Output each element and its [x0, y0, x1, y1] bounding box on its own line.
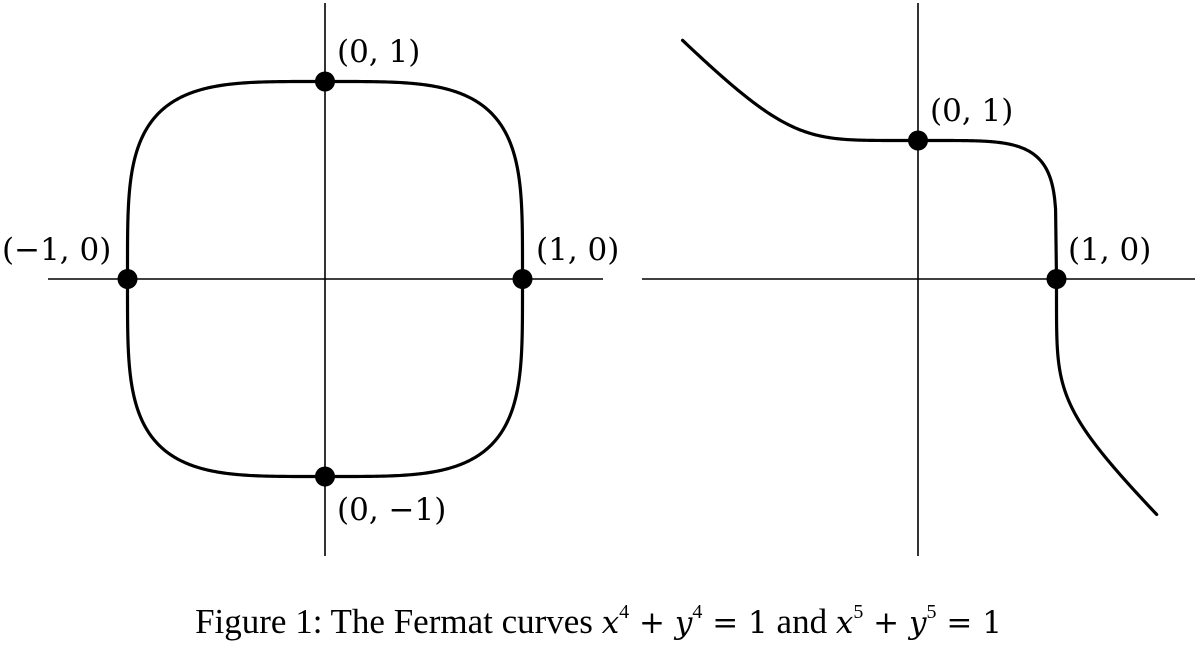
caption-eq1-y: y: [674, 605, 693, 641]
right-point-0: [908, 130, 928, 151]
left-label-0-neg1: (0, −1): [337, 492, 446, 528]
left-label-1-0: (1, 0): [536, 232, 619, 268]
caption-joiner: and: [767, 602, 836, 641]
caption-eq2-x: x: [835, 605, 854, 641]
left-point-0: [315, 71, 335, 92]
right-label-1-0: (1, 0): [1068, 232, 1151, 268]
caption-eq1-x: x: [601, 605, 620, 641]
right-plot: (0, 1) (1, 0): [642, 3, 1195, 556]
right-point-1: [1046, 269, 1067, 289]
caption-prefix: Figure 1: The Fermat curves: [195, 602, 602, 641]
left-label-neg1-0: (−1, 0): [2, 232, 111, 268]
caption-eq2-y-power: 5: [926, 601, 937, 623]
caption-eq2-rhs: = 1: [936, 605, 1002, 641]
left-point-1: [512, 269, 533, 289]
left-plot: (0, 1) (1, 0) (−1, 0) (0, −1): [2, 3, 619, 556]
caption-eq1-y-power: 4: [692, 601, 703, 623]
right-label-0-1: (0, 1): [930, 93, 1013, 129]
right-fermat-curve: [680, 38, 1159, 517]
left-label-0-1: (0, 1): [337, 34, 420, 70]
figure-canvas: (0, 1) (1, 0) (−1, 0) (0, −1) (0, 1) (1,…: [2, 3, 1195, 556]
caption-eq1-plus: +: [629, 605, 675, 641]
left-point-2: [117, 269, 138, 289]
caption-eq1-x-power: 4: [619, 601, 630, 623]
caption-eq2-y: y: [909, 605, 927, 641]
caption-eq1-rhs: = 1: [702, 605, 768, 641]
caption-eq2-x-power: 5: [853, 601, 864, 623]
caption-eq2-plus: +: [863, 605, 909, 641]
left-point-3: [315, 466, 335, 487]
figure-caption: Figure 1: The Fermat curves x4 + y4 = 1 …: [0, 601, 1197, 641]
